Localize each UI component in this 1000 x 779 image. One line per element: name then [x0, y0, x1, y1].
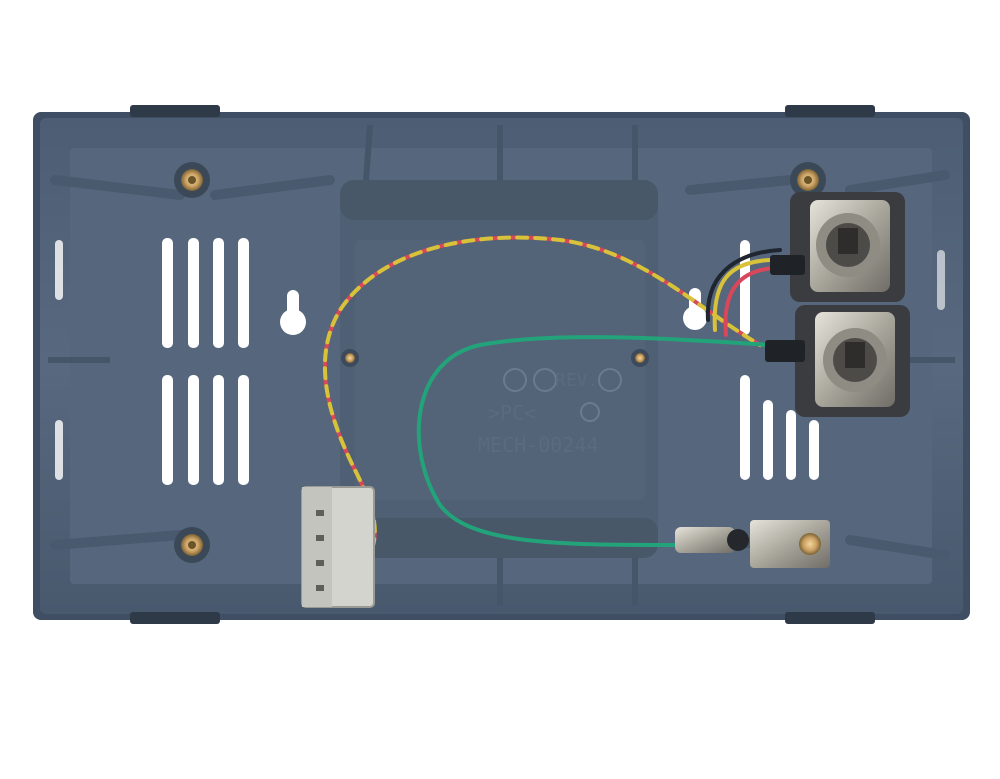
screw-boss-top-right [790, 162, 826, 198]
ground-wire [416, 335, 771, 547]
twisted-pair-wire [322, 235, 782, 572]
keyhole-left [280, 290, 306, 335]
xlr-connector-top [770, 192, 905, 302]
vent-slots-right [740, 240, 819, 480]
screw-boss-top-left [174, 162, 210, 198]
molded-revision-text: REV. [555, 370, 598, 391]
terminal-block [301, 486, 375, 608]
ground-lug [675, 520, 830, 568]
molded-markings: REV. >PC< MECH-00244 [478, 368, 622, 457]
vent-slots-left [162, 238, 249, 485]
enclosure: REV. >PC< MECH-00244 [33, 105, 970, 624]
xlr-connector-bottom [765, 305, 910, 417]
molded-material-text: >PC< [488, 401, 536, 425]
molded-part-number: MECH-00244 [478, 433, 598, 457]
screw-boss-bottom-left [174, 527, 210, 563]
